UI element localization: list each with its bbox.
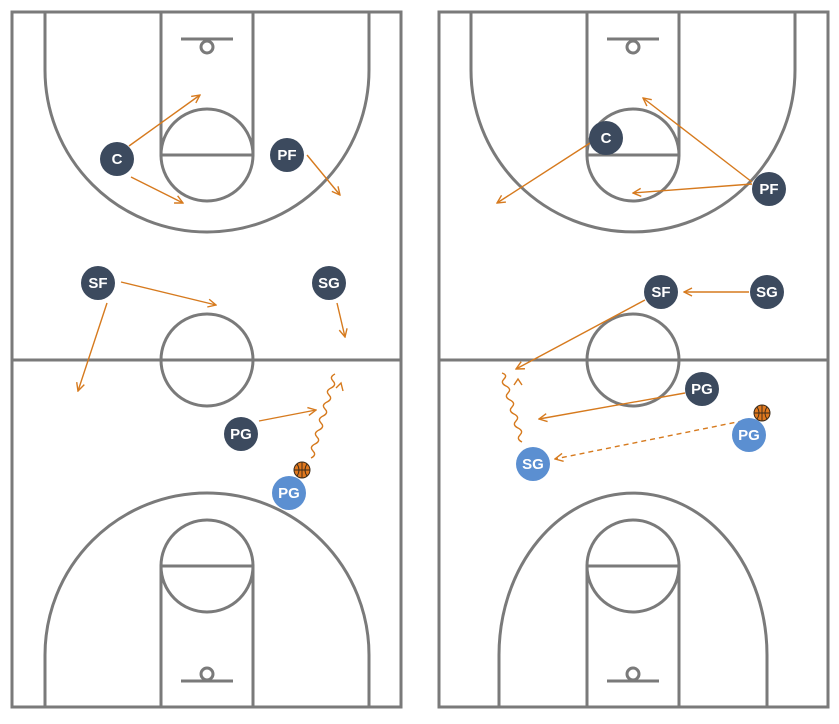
player-token [81,266,115,300]
player-label: C [112,151,123,168]
basketball-icon [293,461,311,479]
left-bottom-lane [159,564,255,707]
player-label: C [601,130,612,147]
player-token [270,138,304,172]
player-token [732,418,766,452]
left-sf-down-arrow [78,302,108,391]
right-center-circle [585,312,681,408]
left-pf-arrow [306,154,340,195]
left-c-cut-up-arrow [128,95,200,147]
right-player-sg-light[interactable]: SG [516,447,550,481]
left-player-c[interactable]: C [100,142,134,176]
left-player-pf[interactable]: PF [270,138,304,172]
player-token [752,172,786,206]
right-bottom-three-point-arc [497,491,769,707]
right-c-arrow [497,142,591,203]
player-label: SF [651,284,670,301]
player-token [750,275,784,309]
left-bottom-three-point-arc [43,491,371,707]
left-bottom-free-throw-arc [159,518,255,567]
right-bottom-free-throw-arc-inner [585,565,681,614]
left-player-sg[interactable]: SG [312,266,346,300]
left-top-free-throw-arc [159,154,255,203]
player-label: SG [756,284,778,301]
left-c-cut-down-arrow [130,176,183,203]
right-player-pg-dark[interactable]: PG [685,372,719,406]
left-player-pg-dark[interactable]: PG [224,417,258,451]
left-bottom-free-throw-arc-inner [159,565,255,614]
right-player-c[interactable]: C [589,121,623,155]
player-label: PG [691,381,713,398]
player-label: PG [738,427,760,444]
player-label: PF [759,181,778,198]
left-top-three-point-arc [43,12,371,234]
left-top-hoop [199,39,215,55]
left-sg-arrow [336,302,345,337]
right-sf-arrow [516,299,646,369]
right-court: C PF SF SG PG PG SG [437,10,830,709]
player-token [224,417,258,451]
player-token [589,121,623,155]
right-top-three-point-arc [469,12,797,234]
right-top-free-throw-arc [585,154,681,203]
left-player-sf[interactable]: SF [81,266,115,300]
right-dribble-arrowhead [513,377,523,386]
right-player-pf[interactable]: PF [752,172,786,206]
player-label: SG [522,456,544,473]
right-bottom-lane [585,564,681,707]
right-player-sg-dark[interactable]: SG [750,275,784,309]
player-token [100,142,134,176]
right-pf-up-arrow [643,98,753,183]
player-token [272,476,306,510]
left-court: C PF SF SG PG PG [10,10,403,709]
right-top-hoop [625,39,641,55]
player-label: PG [278,485,300,502]
player-label: SF [88,275,107,292]
right-dribble-path [501,372,523,443]
player-token [644,275,678,309]
player-label: PG [230,426,252,443]
left-dribble-arrowhead [335,381,344,392]
left-dribble-path [310,373,336,459]
right-pf-in-arrow [633,183,753,193]
left-top-free-throw-arc-inner [159,107,255,156]
left-bottom-hoop [199,666,215,682]
left-player-pg-light[interactable]: PG [272,476,306,510]
right-bottom-hoop [625,666,641,682]
player-label: SG [318,275,340,292]
player-label: PF [277,147,296,164]
player-token [516,447,550,481]
right-player-sf[interactable]: SF [644,275,678,309]
right-top-lane [585,12,681,157]
right-bottom-free-throw-arc [585,518,681,567]
right-player-pg-light[interactable]: PG [732,418,766,452]
right-pass-arrow [555,418,753,459]
right-pg-arrow [539,392,686,419]
left-sf-cut-arrow [120,281,216,305]
left-pg-arrow [258,410,316,422]
player-token [685,372,719,406]
basketball-icon [753,404,771,422]
player-token [312,266,346,300]
left-top-lane [159,12,255,157]
left-center-circle [159,312,255,408]
